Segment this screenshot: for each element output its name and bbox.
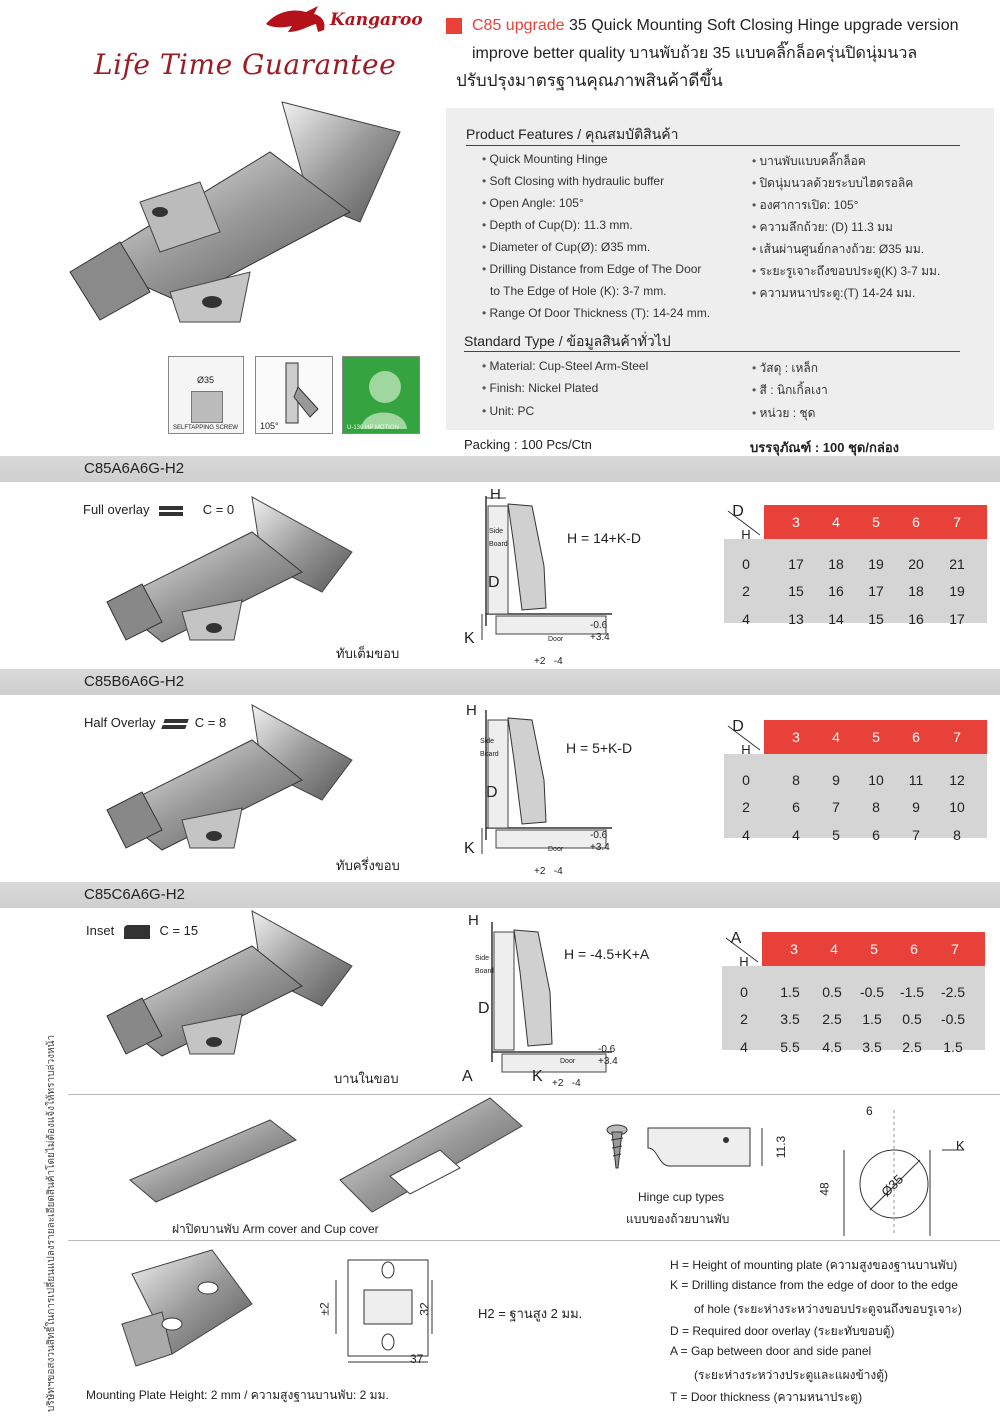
formula-3: H = -4.5+K+A [564,946,650,962]
slogan: Life Time Guarantee [94,48,397,81]
size-table-3: A K H 3 4 5 6 7 0 1.5 0.5 -0.5 -1.5 -2.5… [722,930,985,1055]
kangaroo-logo-icon [266,6,325,32]
dim-32: 32 [417,1302,432,1316]
feature-en-3: Open Angle: 105° [482,196,584,210]
feature-en-1: Quick Mounting Hinge [482,152,608,166]
thai-caption-2: ทับครึ่งขอบ [336,858,400,873]
packing-th: บรรจุภัณฑ์ : 100 ชุด/กล่อง [750,440,899,455]
dim-pm2: ±2 [317,1302,332,1316]
cup-cover-image [339,1097,523,1213]
hinge-main-image [69,101,401,323]
model-label: C85 upgrade [472,17,565,34]
feature-th-5: เส้นผ่านศูนย์กลางถ้วย: Ø35 มม. [752,240,925,259]
feature-en-6: Drilling Distance from Edge of The Door [482,262,702,276]
feature-th-4: ความลึกถ้วย: (D) 11.3 มม [752,218,893,237]
feature-en-6-cont: to The Edge of Hole (K): 3-7 mm. [490,284,667,298]
feature-th-7: ความหนาประตู:(T) 14-24 มม. [752,284,916,303]
cup-caption-1: Hinge cup types [638,1190,725,1204]
section-bar-2 [0,669,1000,695]
dim-cup: 11.3 [774,1135,789,1159]
thai-caption-1: ทับเต็มขอบ [336,646,400,661]
overlay-label-3: Inset C = 15 [86,923,199,939]
section-code-3: C85C6A6G-H2 [84,886,185,903]
feature-th-1: บานพับแบบคลิ๊กล็อค [752,152,866,171]
size-table-2: D K H 3 4 5 6 7 0 8 9 10 11 12 2 6 7 8 9… [724,718,987,843]
covers-caption: ฝาปิดบานพับ Arm cover and Cup cover [172,1222,379,1236]
angle-diagram-icon [285,362,319,424]
legend-a-cont: (ระยะห่างระหว่างประตูและแผงข้างตู้) [694,1368,889,1382]
legend-t: T = Door thickness (ความหนาประตู) [670,1390,863,1404]
standard-en-3: Unit: PC [482,404,535,418]
hinge-image-3 [106,910,353,1057]
feature-en-4: Depth of Cup(D): 11.3 mm. [482,218,633,232]
mount-diagram-1 [481,496,612,640]
legend-a: A = Gap between door and side panel [670,1344,872,1358]
section-bar-3 [0,882,1000,908]
soft-close-icon: U-130 HP MOTION [342,356,420,434]
divider-bottom [68,1240,1000,1241]
standard-th-1: วัสดุ : เหล็ก [752,359,819,378]
legend-d: D = Required door overlay (ระยะทับขอบตู้… [670,1324,895,1338]
dim-k: K [956,1138,965,1153]
standard-th-3: หน่วย : ชุด [752,404,816,423]
feature-en-7: Range Of Door Thickness (T): 14-24 mm. [482,306,711,320]
header-line-3: ปรับปรุงมาตรฐานคุณภาพสินค้าดีขึ้น [456,71,723,90]
packing-en: Packing : 100 Pcs/Ctn [464,437,592,452]
inset-icon [123,924,150,939]
formula-2: H = 5+K-D [566,740,633,756]
thai-caption-3: บานในขอบ [334,1071,399,1086]
hinge-cup-profile [647,1127,763,1167]
mount-diagram-2 [481,710,612,854]
standard-en-1: Material: Cup-Steel Arm-Steel [482,359,649,373]
angle-icon: 105° [255,356,333,434]
full-overlay-icon [159,505,184,516]
overlay-label-1: Full overlay C = 0 [83,502,235,517]
side-disclaimer: บริษัทฯขอสงวนสิทธิ์ในการเปลี่ยนแปลงรายละ… [46,1034,57,1412]
overlay-label-2: Half Overlay C = 8 [84,715,227,730]
mounting-plate-drawing [335,1259,433,1363]
cup-caption-2: แบบของถ้วยบานพับ [626,1212,730,1226]
legend-h: H = Height of mounting plate (ความสูงของ… [670,1258,958,1272]
person-silence-icon [361,371,407,429]
features-title: Product Features / คุณสมบัติสินค้า [466,126,679,142]
arm-cover-image [129,1119,297,1203]
header-line-2: improve better quality บานพับถ้วย 35 แบบ… [472,45,918,62]
h2-note: H2 = ฐานสูง 2 มม. [478,1306,583,1321]
divider-top [68,1094,1000,1095]
plate-caption: Mounting Plate Height: 2 mm / ความสูงฐาน… [86,1388,389,1402]
size-table-1: D K H 3 4 5 6 7 0 17 18 19 20 21 2 15 16… [724,503,987,627]
feature-th-2: ปิดนุ่มนวลด้วยระบบไฮดรอลิค [752,174,914,193]
feature-th-3: องศาการเปิด: 105° [752,196,859,215]
cup-hole-diagram [843,1110,964,1236]
standard-en-2: Finish: Nickel Plated [482,381,599,395]
section-code-2: C85B6A6G-H2 [84,673,185,690]
legend-k: K = Drilling distance from the edge of d… [670,1278,958,1292]
feature-th-6: ระยะรูเจาะถึงขอบประตู(K) 3-7 มม. [752,262,941,281]
section-code-1: C85A6A6G-H2 [84,460,185,477]
dim-6: 6 [866,1104,873,1118]
formula-1: H = 14+K-D [567,530,641,546]
brand-name: Kangaroo [330,10,423,30]
standard-th-2: สี : นิกเกิ้ลเงา [752,381,828,400]
cup-screw-icon: Ø35 SELFTAPPING SCREW [168,356,244,434]
dim-37: 37 [410,1352,424,1366]
section-bar-1 [0,456,1000,482]
dim-48: 48 [817,1182,832,1196]
hinge-image-1 [106,496,353,643]
mount-diagram-3 [491,922,612,1073]
header-line-1-rest: 35 Quick Mounting Soft Closing Hinge upg… [568,17,959,34]
legend-k-cont: of hole (ระยะห่างระหว่างขอบประตูจนถึงขอบ… [694,1302,962,1316]
mounting-plate-image [121,1249,253,1367]
header-line-1: C85 upgrade 35 Quick Mounting Soft Closi… [472,17,959,35]
feature-en-5: Diameter of Cup(Ø): Ø35 mm. [482,240,651,254]
header-accent-square [446,18,462,34]
screw-icon [606,1124,628,1169]
hinge-image-2 [106,704,353,851]
standard-title: Standard Type / ข้อมูลสินค้าทั่วไป [464,333,671,349]
feature-en-2: Soft Closing with hydraulic buffer [482,174,665,188]
